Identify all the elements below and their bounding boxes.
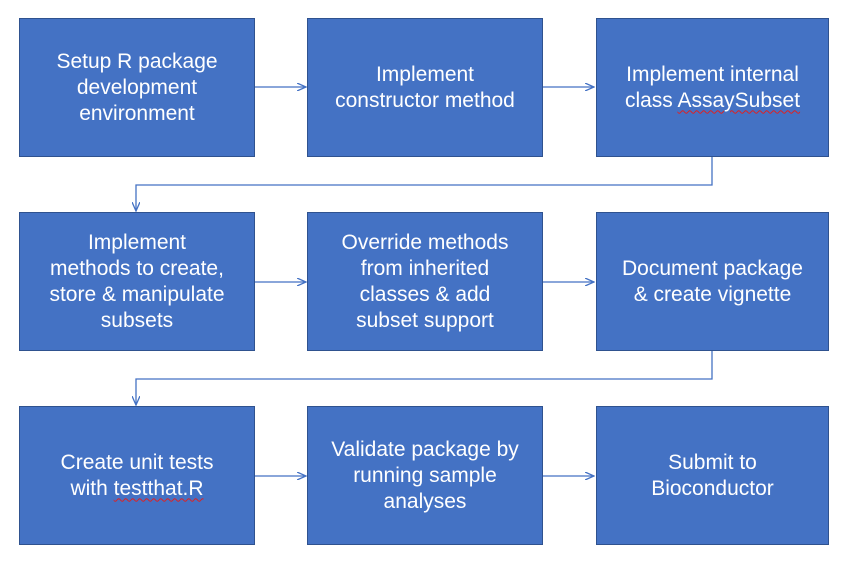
arrow-step6-to-step7 (136, 351, 713, 405)
spellcheck-flagged-word: AssaySubset (677, 88, 801, 112)
spellcheck-flagged-word: testthat.R (113, 476, 204, 500)
step-unit-tests: Create unit tests with testthat.R (19, 406, 255, 545)
step-override-methods-label: Override methods from inherited classes … (341, 230, 509, 332)
step-constructor-method: Implement constructor method (307, 18, 543, 157)
step-subset-methods: Implement methods to create, store & man… (19, 212, 255, 351)
step-document-package: Document package & create vignette (596, 212, 829, 351)
step-unit-tests-label: Create unit tests with testthat.R (60, 450, 214, 500)
step-constructor-method-label: Implement constructor method (335, 62, 515, 112)
step-setup-environment: Setup R package development environment (19, 18, 255, 157)
step-document-package-label: Document package & create vignette (622, 256, 803, 306)
step-validate-package-label: Validate package by running sample analy… (331, 437, 519, 513)
step-validate-package: Validate package by running sample analy… (307, 406, 543, 545)
step-internal-class: Implement internal class AssaySubset (596, 18, 829, 157)
arrow-step3-to-step4 (136, 157, 713, 211)
step-submit-bioconductor-label: Submit to Bioconductor (651, 450, 774, 500)
step-submit-bioconductor: Submit to Bioconductor (596, 406, 829, 545)
step-subset-methods-label: Implement methods to create, store & man… (49, 230, 225, 332)
step-override-methods: Override methods from inherited classes … (307, 212, 543, 351)
step-internal-class-label: Implement internal class AssaySubset (624, 62, 801, 112)
step-setup-environment-label: Setup R package development environment (56, 49, 218, 125)
